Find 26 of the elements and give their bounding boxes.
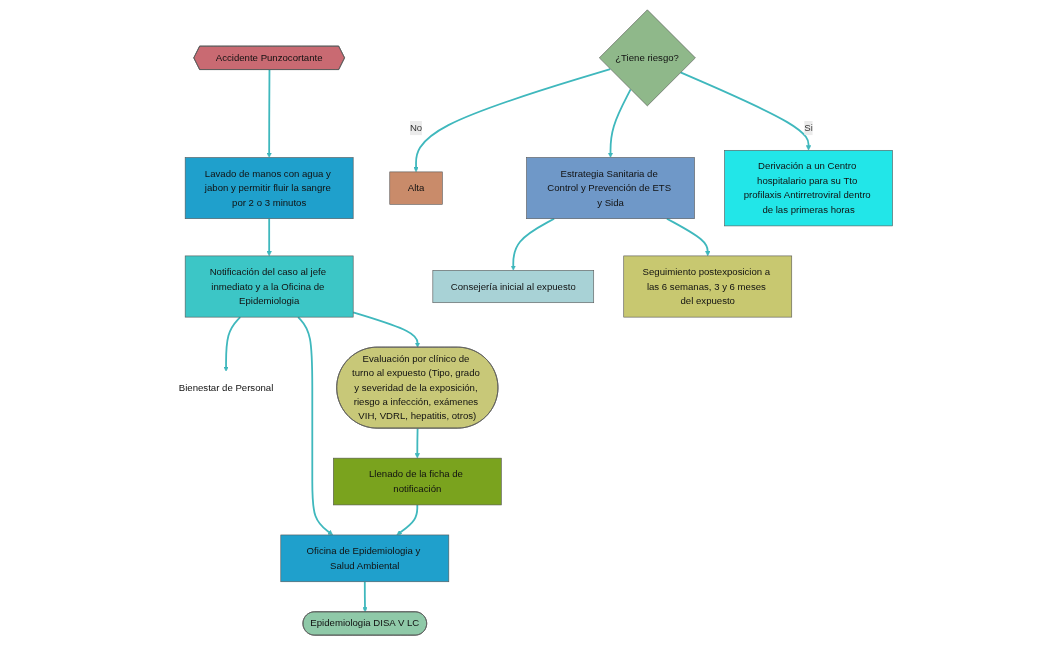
arrow bbox=[510, 217, 555, 271]
arrow bbox=[414, 427, 420, 459]
node-box: Derivación a un Centro hospitalario para su Tto profilaxis Antirretroviral dentro de las primeras horas bbox=[724, 150, 893, 227]
node-box: Notificación del caso al jefe inmediato y a la Oficina de Epidemiologia bbox=[184, 255, 354, 318]
edge-label: No bbox=[409, 122, 422, 133]
edge-label: Si bbox=[804, 122, 813, 133]
node-text: Bienestar de Personal bbox=[178, 382, 274, 393]
arrow bbox=[266, 217, 272, 257]
arrow bbox=[396, 504, 418, 536]
node-box: Seguimiento postexposicion a las 6 semanas, 3 y 6 meses del expuesto bbox=[623, 255, 792, 318]
arrow bbox=[362, 580, 368, 613]
arrow bbox=[223, 316, 241, 372]
arrow bbox=[607, 88, 632, 158]
node-diamond: ¿Tiene riesgo? bbox=[598, 9, 696, 107]
node-box: Consejería inicial al expuesto bbox=[432, 270, 594, 304]
node-box: Estrategia Sanitaria de Control y Prevención de ETS y Sida bbox=[526, 157, 695, 219]
arrow bbox=[352, 311, 420, 348]
arrow bbox=[413, 68, 611, 173]
arrow bbox=[297, 316, 333, 536]
arrow bbox=[266, 68, 272, 158]
arrow bbox=[679, 71, 811, 151]
node-box: Alta bbox=[389, 171, 443, 205]
node-box: Lavado de manos con agua y jabon y permitir fluir la sangre por 2 o 3 minutos bbox=[184, 157, 354, 219]
arrow bbox=[665, 217, 711, 257]
node-box: Oficina de Epidemiologia y Salud Ambiental bbox=[280, 534, 449, 583]
node-box: Llenado de la ficha de notificación bbox=[332, 457, 502, 506]
